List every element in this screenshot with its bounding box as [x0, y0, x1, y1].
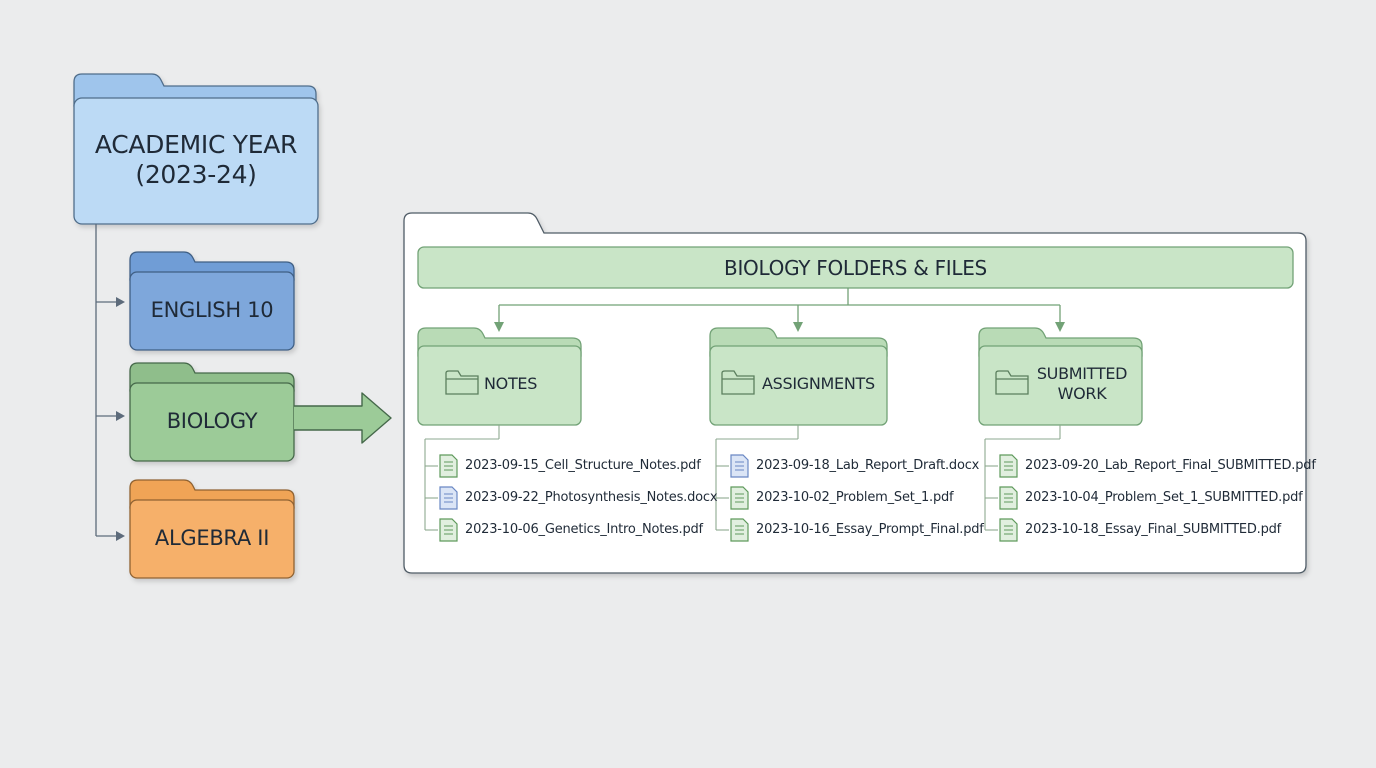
folder-icon [445, 370, 479, 395]
biology-expand-arrow [294, 392, 392, 444]
subfolder-submitted-work[interactable] [978, 327, 1143, 426]
pdf-file-icon [439, 454, 458, 478]
file-name[interactable]: 2023-10-06_Genetics_Intro_Notes.pdf [465, 522, 703, 537]
pdf-file-icon [730, 486, 749, 510]
subfolder-label-assignments: ASSIGNMENTS [762, 374, 875, 393]
subject-folder-biology[interactable] [129, 362, 295, 462]
subject-folder-algebra[interactable] [129, 479, 295, 579]
file-name[interactable]: 2023-09-15_Cell_Structure_Notes.pdf [465, 458, 701, 473]
subfolder-notes[interactable] [417, 327, 582, 426]
root-folder-label: ACADEMIC YEAR (2023-24) [74, 130, 318, 190]
pdf-file-icon [999, 486, 1018, 510]
pdf-file-icon [999, 518, 1018, 542]
pdf-file-icon [439, 518, 458, 542]
file-name[interactable]: 2023-09-18_Lab_Report_Draft.docx [756, 458, 980, 473]
subject-label-algebra: ALGEBRA II [154, 526, 270, 550]
file-name[interactable]: 2023-10-18_Essay_Final_SUBMITTED.pdf [1025, 522, 1282, 537]
root-tree-connectors [95, 224, 118, 537]
root-tree-arrowheads [116, 297, 125, 541]
file-name[interactable]: 2023-10-04_Problem_Set_1_SUBMITTED.pdf [1025, 490, 1303, 505]
pdf-file-icon [730, 518, 749, 542]
file-name[interactable]: 2023-10-02_Problem_Set_1.pdf [756, 490, 954, 505]
subfolder-label-submitted-line2: WORK [1057, 384, 1107, 403]
subject-folder-english[interactable] [129, 251, 295, 351]
file-icons [439, 454, 1018, 542]
folder-icon [995, 370, 1029, 395]
subfolder-label-submitted-line1: SUBMITTED [1036, 364, 1128, 383]
docx-file-icon [730, 454, 749, 478]
subfolder-label-submitted-work: SUBMITTED WORK [1032, 364, 1132, 404]
file-name[interactable]: 2023-10-16_Essay_Prompt_Final.pdf [756, 522, 984, 537]
subfolder-assignments[interactable] [709, 327, 888, 426]
root-folder-label-line2: (2023-24) [135, 160, 257, 189]
subject-label-biology: BIOLOGY [166, 409, 258, 433]
header-arrowheads [494, 322, 1065, 332]
folder-icon [721, 370, 755, 395]
root-folder-label-line1: ACADEMIC YEAR [94, 130, 298, 159]
panel-header-bar [417, 246, 1294, 289]
file-name[interactable]: 2023-09-20_Lab_Report_Final_SUBMITTED.pd… [1025, 458, 1316, 473]
file-tree-lines [424, 425, 1061, 531]
root-folder[interactable] [73, 73, 319, 225]
subfolder-label-notes: NOTES [484, 374, 538, 393]
header-connectors [498, 288, 1061, 324]
subject-label-english: ENGLISH 10 [150, 298, 274, 322]
file-name[interactable]: 2023-09-22_Photosynthesis_Notes.docx [465, 490, 718, 505]
panel-header-title: BIOLOGY FOLDERS & FILES [724, 256, 987, 280]
pdf-file-icon [999, 454, 1018, 478]
docx-file-icon [439, 486, 458, 510]
